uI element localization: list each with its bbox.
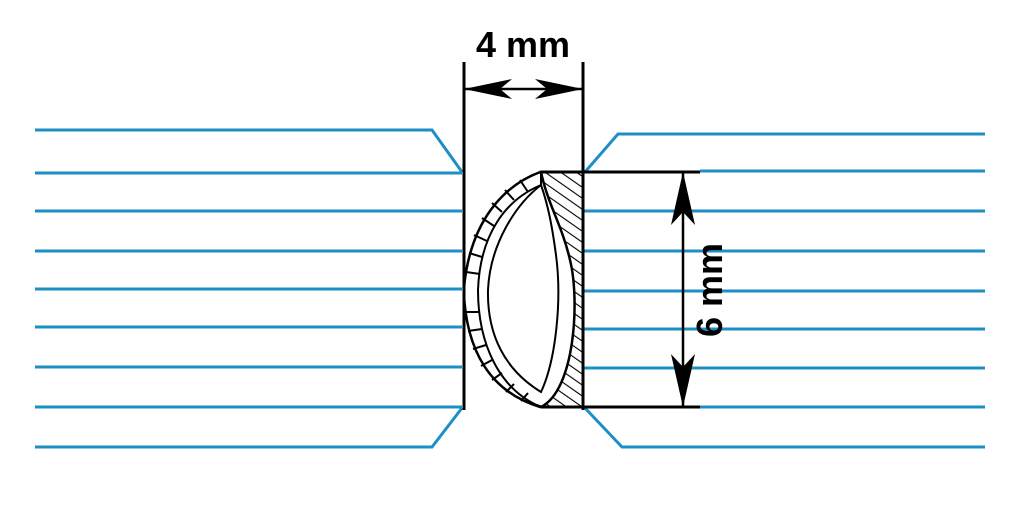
width-arrowhead-right <box>535 79 583 99</box>
width-dimension-label: 4 mm <box>476 24 570 65</box>
height-dimension: 6 mm <box>671 172 730 407</box>
height-arrowhead-bottom <box>671 354 695 407</box>
bead-hatched-core <box>541 172 583 407</box>
right-flow-lines <box>583 132 985 449</box>
bead-inner-void <box>486 183 560 394</box>
left-flow-lines <box>35 128 464 449</box>
width-arrowhead-left <box>464 79 512 99</box>
bead-cross-section <box>462 170 700 409</box>
left-flow-line-bottom <box>35 407 464 449</box>
right-flow-line-top <box>583 132 985 173</box>
width-dimension: 4 mm <box>462 24 585 410</box>
height-dimension-label: 6 mm <box>689 243 730 337</box>
left-flow-line-top <box>35 128 464 173</box>
height-arrowhead-top <box>671 172 695 225</box>
right-flow-line-bottom <box>583 406 985 449</box>
